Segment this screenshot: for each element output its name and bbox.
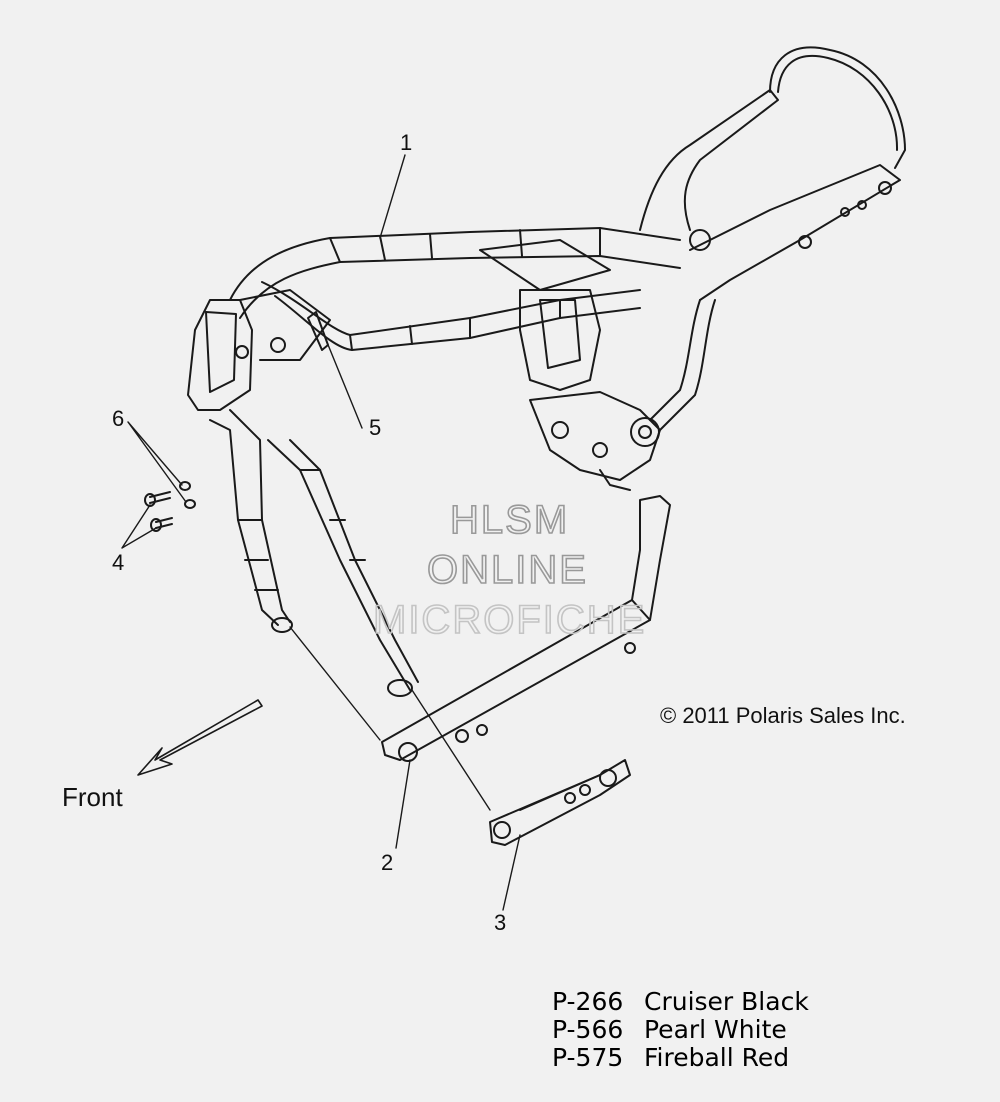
front-arrow-icon [137, 699, 263, 776]
main-frame [187, 46, 906, 697]
legend-row: P-566 Pearl White [552, 1016, 809, 1044]
callout-4: 4 [112, 550, 124, 575]
front-direction-label: Front [62, 782, 123, 812]
legend-code: P-266 [552, 987, 624, 1016]
legend-row: P-575 Fireball Red [552, 1044, 809, 1072]
legend-code: P-575 [552, 1043, 624, 1072]
callout-1: 1 [400, 130, 412, 155]
callout-5: 5 [369, 415, 381, 440]
legend-color-name: Fireball Red [644, 1043, 790, 1072]
watermark-line-1: HLSM [450, 498, 569, 542]
callout-2: 2 [381, 850, 393, 875]
lower-bracket [489, 759, 631, 846]
leader-lines [121, 154, 521, 911]
color-legend: P-266 Cruiser Black P-566 Pearl White P-… [552, 988, 809, 1072]
watermark-line-3: MICROFICHE [373, 598, 646, 642]
copyright-notice: © 2011 Polaris Sales Inc. [660, 703, 906, 728]
cross-tube [381, 495, 671, 762]
legend-color-name: Pearl White [644, 1015, 787, 1044]
legend-color-name: Cruiser Black [644, 987, 809, 1016]
bolts-and-washers [144, 481, 196, 532]
watermark-line-2: ONLINE [427, 548, 588, 592]
legend-code: P-566 [552, 1015, 624, 1044]
legend-row: P-266 Cruiser Black [552, 988, 809, 1016]
callout-6: 6 [112, 406, 124, 431]
callout-3: 3 [494, 910, 506, 935]
